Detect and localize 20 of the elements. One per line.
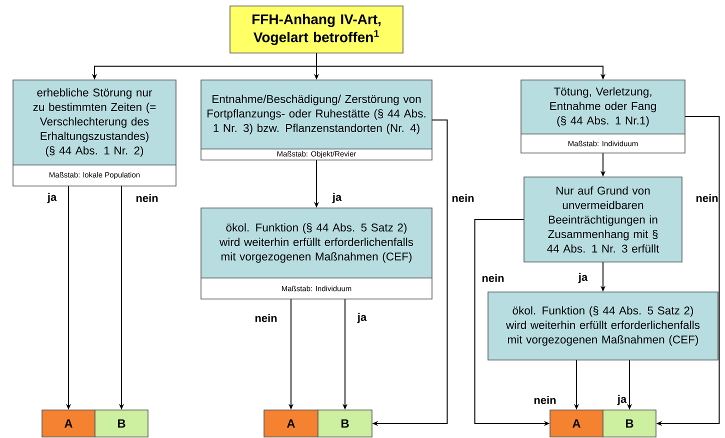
edge-label: nein bbox=[482, 274, 504, 282]
edge-label: ja bbox=[578, 272, 588, 284]
edge-label: nein bbox=[534, 396, 556, 404]
result-box: A bbox=[42, 410, 96, 438]
result-box: A bbox=[264, 410, 318, 438]
decision-box: Nur auf Grund von unvermeidbaren Beeinträchtigungen in Zusammenhang mit § 44 Abs. 1 Nr. 3 erfüllt bbox=[524, 176, 682, 262]
result-box: B bbox=[602, 410, 656, 438]
edge-label: nein bbox=[696, 194, 718, 202]
edge-label: nein bbox=[136, 194, 158, 202]
edge-label: ja bbox=[617, 394, 627, 406]
edge-label: ja bbox=[332, 192, 342, 204]
edge-label: nein bbox=[452, 194, 474, 202]
edge-label: ja bbox=[47, 192, 57, 204]
edge-label: ja bbox=[357, 312, 367, 324]
result-box: B bbox=[94, 410, 148, 438]
result-box: A bbox=[550, 410, 604, 438]
decision-box: ökol. Funktion (§ 44 Abs. 5 Satz 2) wird weiterhin erfüllt erforderlichenfalls mit vorgezogenen Maßnahmen (CEF) bbox=[488, 292, 718, 360]
edge-label: nein bbox=[255, 314, 277, 322]
result-box: B bbox=[318, 410, 372, 438]
title-box: FFH-Anhang IV-Art, Vogelart betroffen$^{1}$ bbox=[230, 6, 404, 54]
